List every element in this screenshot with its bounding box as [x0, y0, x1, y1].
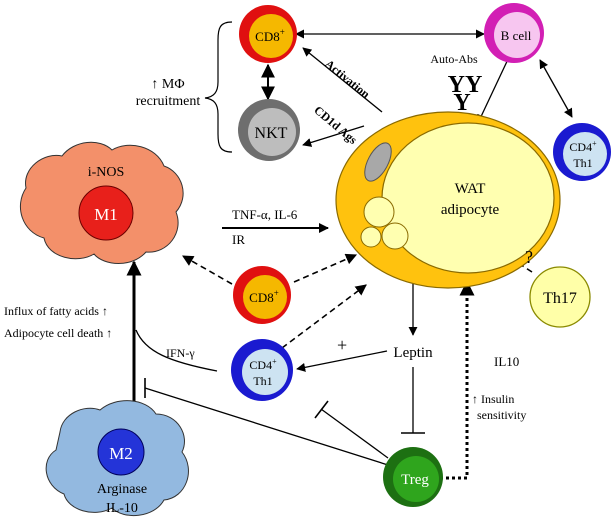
cd8-mid-label: CD8+ — [249, 288, 279, 305]
cd4-th1-mid-cell: CD4+ Th1 — [231, 339, 293, 401]
arrow-cd8-m1 — [182, 255, 233, 285]
b-cell-label: B cell — [501, 28, 532, 43]
antibody-glyph-single: Y — [453, 90, 470, 116]
th17-cell: Th17 — [529, 266, 591, 328]
wat-small-droplet-2 — [381, 222, 409, 250]
recruitment-brace — [204, 21, 233, 153]
wat-label-1: WAT — [455, 181, 486, 197]
ir-label: IR — [232, 232, 245, 247]
m2-macrophage: M2 Arginase IL-10 — [45, 400, 189, 517]
activation-label: Activation — [322, 57, 373, 102]
b-cell: B cell — [484, 3, 544, 63]
th17-label: Th17 — [543, 290, 577, 307]
arrow-activation — [302, 47, 383, 113]
nkt-cell: NKT — [238, 99, 300, 161]
arrow-cd8-wat — [293, 253, 358, 283]
m2-arginase-label: Arginase — [97, 482, 147, 497]
arrow-leptin-th1 — [296, 350, 388, 372]
insulin-label-2: sensitivity — [477, 408, 526, 422]
m1-macrophage: i-NOS M1 — [19, 141, 184, 264]
arrow-th1-wat — [281, 284, 367, 349]
cell-death-label: Adipocyte cell death ↑ — [4, 326, 112, 340]
cd8-top-cell: CD8+ — [239, 5, 297, 63]
cd4-th1-mid-line1: CD4+ — [249, 357, 277, 372]
wat-nucleus — [364, 142, 392, 182]
m1-outer-label: i-NOS — [88, 165, 125, 180]
cd8-mid-cell: CD8+ — [233, 266, 291, 324]
mphi-label-2: recruitment — [136, 94, 201, 109]
question-mark: ? — [525, 247, 533, 267]
inhibit-treg-th1 — [320, 408, 389, 459]
cd4-th1-mid-line2: Th1 — [253, 374, 272, 388]
ifn-gamma-curve — [135, 329, 218, 372]
leptin-label: Leptin — [393, 345, 433, 361]
wat-small-droplet-3 — [360, 226, 382, 248]
influx-label: Influx of fatty acids ↑ — [4, 304, 108, 318]
nkt-label: NKT — [255, 125, 288, 142]
m2-nucleus — [97, 428, 145, 476]
cd8-top-label: CD8+ — [255, 27, 285, 44]
m1-label: M1 — [94, 205, 118, 224]
arrow-treg-wat — [440, 280, 475, 480]
treg-cell: Treg — [383, 447, 443, 507]
m2-il10-label: IL-10 — [106, 501, 138, 516]
mphi-label-1: ↑ MΦ — [151, 77, 184, 92]
plus-label: + — [337, 335, 347, 355]
auto-abs-label: Auto-Abs — [430, 52, 478, 66]
ifn-gamma-label: IFN-γ — [166, 346, 195, 360]
treg-label: Treg — [401, 472, 429, 488]
arrow-cd1d — [302, 125, 365, 147]
tnf-il6-label: TNF-α, IL-6 — [232, 207, 298, 222]
connectors — [126, 21, 573, 480]
cd4-th1-right-line1: CD4+ — [569, 139, 597, 154]
m2-label: M2 — [109, 444, 133, 463]
antibody-glyphs: YY — [448, 72, 483, 98]
arrow-bcell-wat — [477, 54, 511, 124]
cd4-th1-right-cell: CD4+ Th1 — [553, 123, 611, 181]
inhibit-treg-m1 — [144, 387, 389, 466]
m1-nucleus — [78, 185, 134, 241]
arrow-bcell-th1 — [539, 59, 573, 118]
inhibit-bar-th1 — [314, 400, 329, 419]
wat-small-droplet-1 — [363, 196, 395, 228]
insulin-label-1: ↑ Insulin — [472, 392, 514, 406]
cd4-th1-right-line2: Th1 — [573, 156, 592, 170]
wat-label-2: adipocyte — [441, 202, 500, 218]
il10-label: IL10 — [494, 354, 519, 369]
wat-adipocyte: WAT adipocyte — [335, 111, 561, 289]
